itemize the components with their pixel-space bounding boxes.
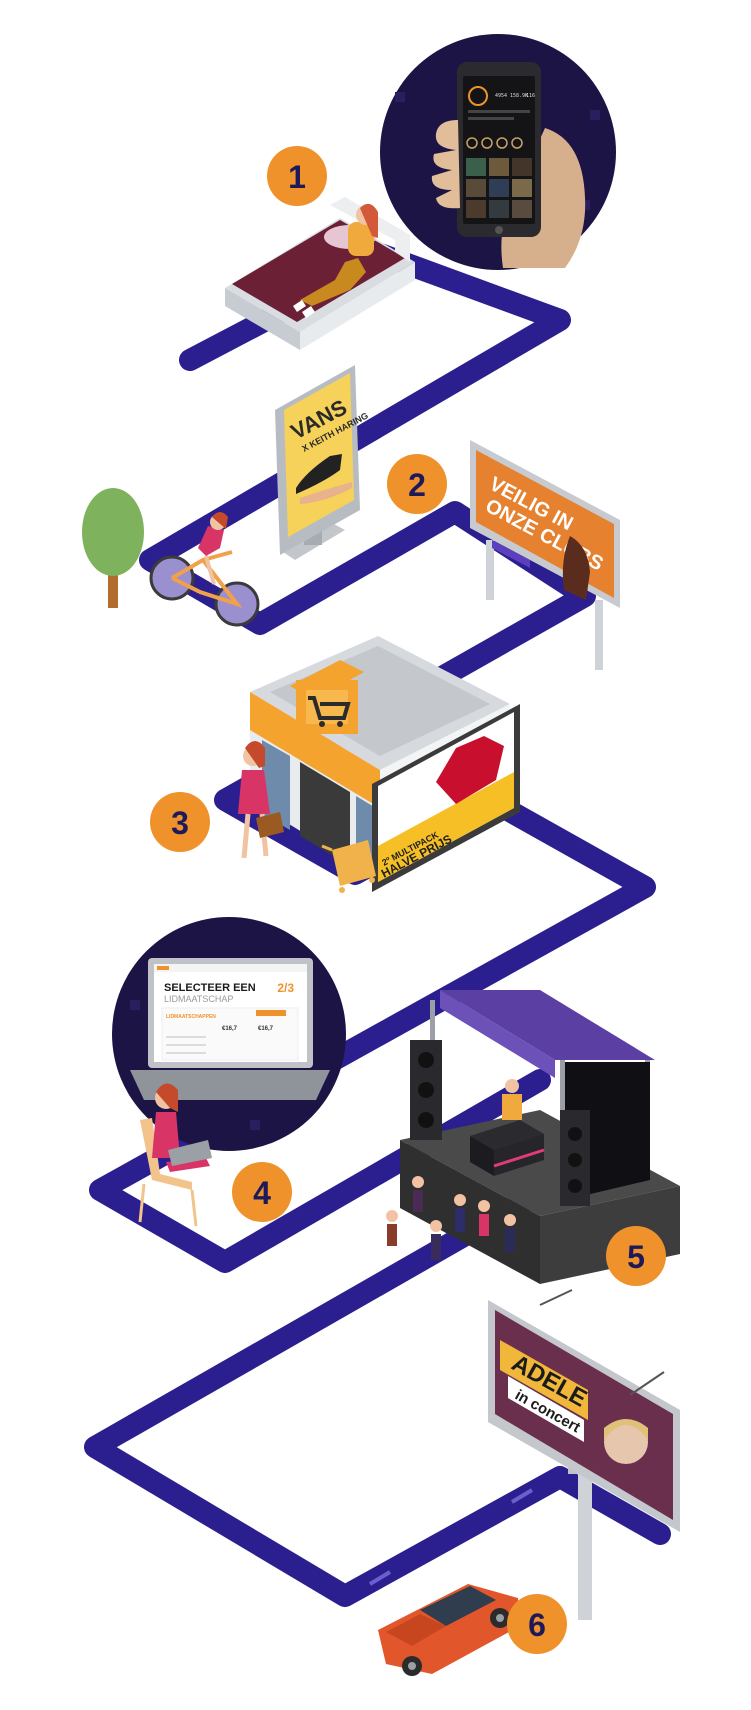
- phone-stat-2: 158.9K: [510, 93, 528, 99]
- cart-icon: [308, 696, 351, 727]
- phone-stat-3: 116: [526, 93, 535, 99]
- step-number-6: 6: [528, 1607, 546, 1643]
- step-number-1: 1: [288, 159, 306, 195]
- laptop-price-1: €16,7: [222, 1026, 238, 1032]
- concert-billboard: ADELE in concert: [488, 1289, 680, 1620]
- step-number-3: 3: [171, 805, 189, 841]
- step-badge-4: 4: [232, 1162, 292, 1222]
- step-badge-3: 3: [150, 792, 210, 852]
- phone-icon: 4954 158.9K 116: [457, 62, 541, 237]
- phone-zoom-circle: 4954 158.9K 116: [380, 34, 616, 270]
- step-badge-6: 6: [507, 1594, 567, 1654]
- laptop-zoom-circle: SELECTEER EEN LIDMAATSCHAP 2/3 LIDMAATSC…: [112, 917, 346, 1151]
- car-icon: [378, 1584, 520, 1676]
- shopper-woman: [238, 741, 284, 859]
- step-badge-2: 2: [387, 454, 447, 514]
- speaker-icon: [410, 1040, 442, 1140]
- laptop-section: LIDMAATSCHAPPEN: [166, 1014, 216, 1020]
- billboard-icon: VEILIG IN ONZE CLUBS: [470, 440, 620, 670]
- shop-screen: 2º MULTIPACK HALVE PRIJS: [372, 704, 520, 892]
- shopping-cart-icon: [321, 840, 376, 893]
- laptop-price-2: €16,7: [258, 1026, 274, 1032]
- laptop-step: 2/3: [277, 981, 294, 995]
- woman-in-bed: [293, 203, 378, 318]
- road-markings: [368, 1488, 534, 1586]
- phone-stat-1: 4954: [495, 93, 507, 99]
- step-number-5: 5: [627, 1239, 645, 1275]
- woman-with-laptop: [138, 1083, 212, 1227]
- laptop-icon: SELECTEER EEN LIDMAATSCHAP 2/3 LIDMAATSC…: [130, 958, 330, 1100]
- crowd: [386, 1176, 516, 1260]
- laptop-title: SELECTEER EEN: [164, 982, 256, 994]
- laptop-subtitle: LIDMAATSCHAP: [164, 994, 233, 1004]
- poster-icon: VANS X KEITH HARING: [275, 365, 370, 560]
- step-number-2: 2: [408, 467, 426, 503]
- tree-icon: [82, 488, 144, 608]
- bicycle-icon: [149, 512, 260, 627]
- step-badge-1: 1: [267, 146, 327, 206]
- step-number-4: 4: [253, 1175, 271, 1211]
- stage-icon: [400, 990, 680, 1284]
- step-badge-5: 5: [606, 1226, 666, 1286]
